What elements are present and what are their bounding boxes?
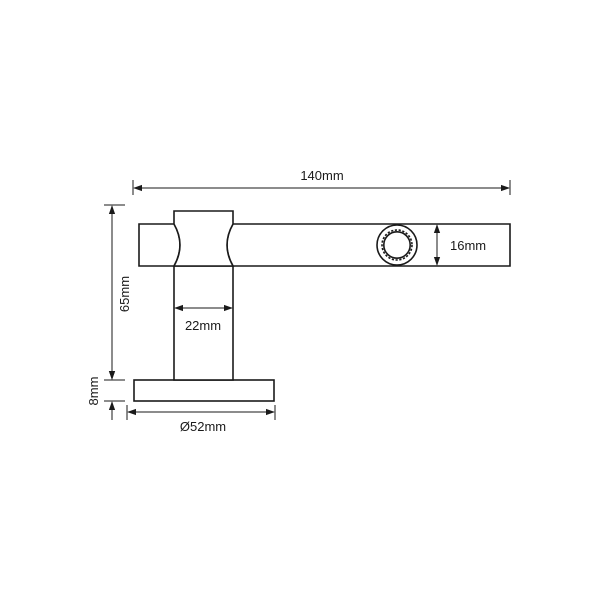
tube-inner-circle bbox=[381, 229, 413, 261]
post bbox=[173, 265, 234, 381]
dimension-height: 65mm bbox=[104, 204, 132, 381]
base-plate bbox=[133, 379, 275, 402]
dimension-base-thickness: 8mm bbox=[86, 366, 125, 420]
dimension-base-diameter: Ø52mm bbox=[126, 405, 276, 434]
label-width-total: 140mm bbox=[300, 168, 343, 183]
label-post-width: 22mm bbox=[185, 318, 221, 333]
tube-outer-circle bbox=[376, 224, 418, 266]
arm bbox=[138, 223, 181, 267]
dimension-width-total: 140mm bbox=[132, 168, 511, 195]
tube-core-circle bbox=[382, 231, 411, 260]
dimension-post-width: 22mm bbox=[174, 304, 233, 333]
holder-part bbox=[133, 210, 511, 402]
post-head bbox=[172, 210, 235, 267]
label-base-diameter: Ø52mm bbox=[180, 419, 226, 434]
dimension-tube-diameter: 16mm bbox=[431, 223, 486, 267]
label-tube-diameter: 16mm bbox=[450, 238, 486, 253]
label-height: 65mm bbox=[117, 276, 132, 312]
label-base-thickness: 8mm bbox=[86, 377, 101, 406]
